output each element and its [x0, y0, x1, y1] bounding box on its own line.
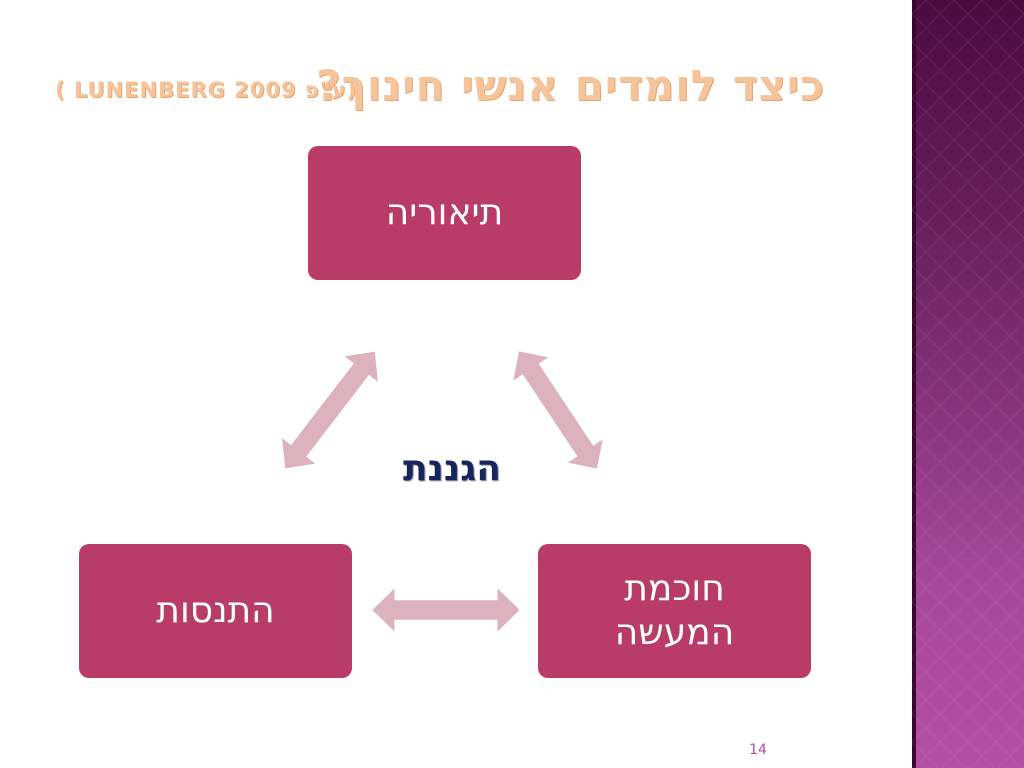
- diamond-pattern: [912, 0, 1024, 768]
- node-practical-wisdom-line2: המעשה: [614, 612, 735, 653]
- page-number: 14: [749, 742, 767, 758]
- title-citation: ( LUNENBERG 2009 ע"פ): [55, 78, 358, 102]
- node-practical-wisdom-line1: חוכמת: [624, 568, 725, 609]
- experience-practice-arrow: [372, 588, 520, 632]
- slide-title: כיצד לומדים אנשי חינוך?: [316, 61, 825, 110]
- node-practical-wisdom: חוכמת המעשה: [538, 544, 811, 678]
- slide-title-area: כיצד לומדים אנשי חינוך? ( LUNENBERG 2009…: [55, 62, 825, 110]
- decorative-side-bar: [912, 0, 1024, 768]
- node-experience: התנסות: [79, 544, 352, 678]
- node-theory-label: תיאוריה: [385, 192, 504, 233]
- node-theory: תיאוריה: [308, 146, 581, 280]
- node-experience-label: התנסות: [156, 590, 275, 631]
- center-label: הגננת: [402, 448, 502, 489]
